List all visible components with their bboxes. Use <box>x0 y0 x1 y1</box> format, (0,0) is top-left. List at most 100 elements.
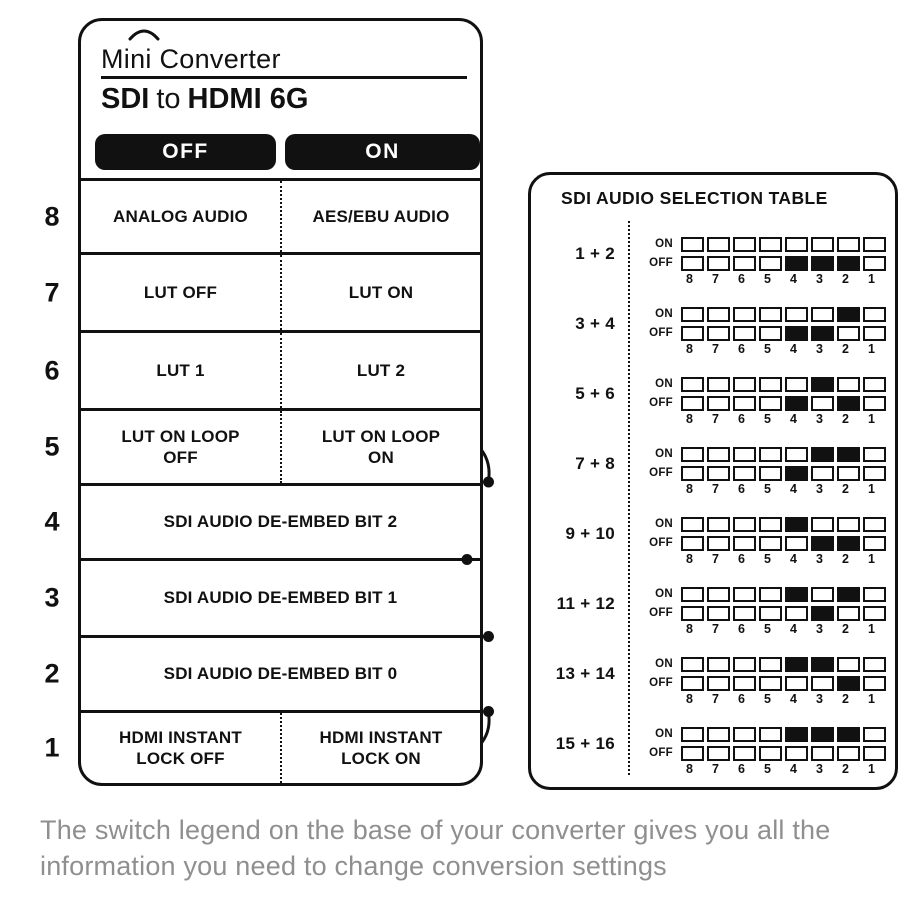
cell-off-7: LUT OFF <box>81 255 280 330</box>
caption-line-2: information you need to change conversio… <box>40 851 667 881</box>
switch-7-on <box>707 726 730 742</box>
row-number: 4 <box>44 506 60 537</box>
switch-number: 1 <box>868 762 875 776</box>
switch-7-off <box>707 605 730 621</box>
off-label: OFF <box>649 537 673 549</box>
switch-number: 8 <box>686 692 693 706</box>
switch-number: 1 <box>868 622 875 636</box>
switch-6-off <box>733 465 756 481</box>
cell-off-6: LUT 1 <box>81 333 280 408</box>
switch-number: 3 <box>816 622 823 636</box>
on-switch-row: ON <box>639 236 886 252</box>
switch-2-on <box>837 516 860 532</box>
on-switch-row: ON <box>639 516 886 532</box>
cell-label: SDI AUDIO DE-EMBED BIT 0 <box>163 664 398 684</box>
dotted-divider <box>280 411 282 483</box>
switch-5-on <box>759 656 782 672</box>
switch-number: 1 <box>868 482 875 496</box>
switch-4-off <box>785 535 808 551</box>
switch-4-on <box>785 306 808 322</box>
switch-7-on <box>707 236 730 252</box>
switch-5-on <box>759 446 782 462</box>
switch-1-on <box>863 516 886 532</box>
switch-6-on <box>733 586 756 602</box>
cell-label: LUT OFF <box>143 282 218 302</box>
switch-7-off <box>707 255 730 271</box>
cell-label: HDMI INSTANT LOCK ON <box>319 727 443 768</box>
switch-8-off <box>681 605 704 621</box>
legend-row-3: 3 SDI AUDIO DE-EMBED BIT 1 <box>44 558 480 635</box>
switch-6-on <box>733 236 756 252</box>
switch-5-off <box>759 255 782 271</box>
switch-1-on <box>863 726 886 742</box>
legend-row-2: 2 SDI AUDIO DE-EMBED BIT 0 <box>44 635 480 710</box>
switch-2-on <box>837 656 860 672</box>
figure-caption: The switch legend on the base of your co… <box>40 812 830 884</box>
switch-3-on <box>811 306 834 322</box>
switch-number: 7 <box>712 342 719 356</box>
on-switch-row: ON <box>639 446 886 462</box>
switch-5-off <box>759 325 782 341</box>
switch-number: 7 <box>712 762 719 776</box>
switch-number: 1 <box>868 342 875 356</box>
channel-pair-label: 15 + 16 <box>555 734 615 753</box>
switch-6-on <box>733 376 756 392</box>
switch-2-on-set <box>837 446 860 462</box>
switch-number: 1 <box>868 272 875 286</box>
switch-5-off <box>759 745 782 761</box>
switch-2-off-set <box>837 535 860 551</box>
switch-7-off <box>707 675 730 691</box>
cell-label: HDMI INSTANT LOCK OFF <box>119 727 242 768</box>
switch-8-on <box>681 656 704 672</box>
channel-pair-label: 5 + 6 <box>575 384 615 403</box>
switch-number: 3 <box>816 692 823 706</box>
title-underline <box>101 76 467 79</box>
on-label: ON <box>655 728 673 740</box>
switch-number: 5 <box>764 482 771 496</box>
switch-1-off <box>863 745 886 761</box>
switch-number: 6 <box>738 482 745 496</box>
switch-number: 8 <box>686 762 693 776</box>
switch-3-off-set <box>811 325 834 341</box>
on-label: ON <box>655 378 673 390</box>
switch-5-off <box>759 605 782 621</box>
row-number: 3 <box>44 582 60 613</box>
switch-1-on <box>863 376 886 392</box>
on-label: ON <box>655 518 673 530</box>
switch-number: 3 <box>816 272 823 286</box>
switch-7-off <box>707 395 730 411</box>
switch-number: 6 <box>738 622 745 636</box>
switch-8-on <box>681 306 704 322</box>
switch-4-on <box>785 376 808 392</box>
switch-number: 7 <box>712 692 719 706</box>
switch-4-off-set <box>785 465 808 481</box>
legend-row-4: 4 SDI AUDIO DE-EMBED BIT 2 <box>44 483 480 558</box>
legend-row-8: 8 ANALOG AUDIO AES/EBU AUDIO <box>44 178 480 252</box>
cell-on-7: LUT ON <box>282 255 480 330</box>
switch-number: 4 <box>790 342 797 356</box>
switch-1-off <box>863 465 886 481</box>
switch-3-off <box>811 745 834 761</box>
switch-4-off <box>785 745 808 761</box>
switch-1-off <box>863 605 886 621</box>
switch-number: 3 <box>816 762 823 776</box>
switch-number: 5 <box>764 412 771 426</box>
switch-number: 6 <box>738 762 745 776</box>
switch-4-on-set <box>785 726 808 742</box>
off-label: OFF <box>649 397 673 409</box>
switch-number: 5 <box>764 622 771 636</box>
off-switch-row: OFF <box>639 745 886 761</box>
switch-2-on <box>837 376 860 392</box>
switch-1-off <box>863 255 886 271</box>
switch-2-on-set <box>837 586 860 602</box>
